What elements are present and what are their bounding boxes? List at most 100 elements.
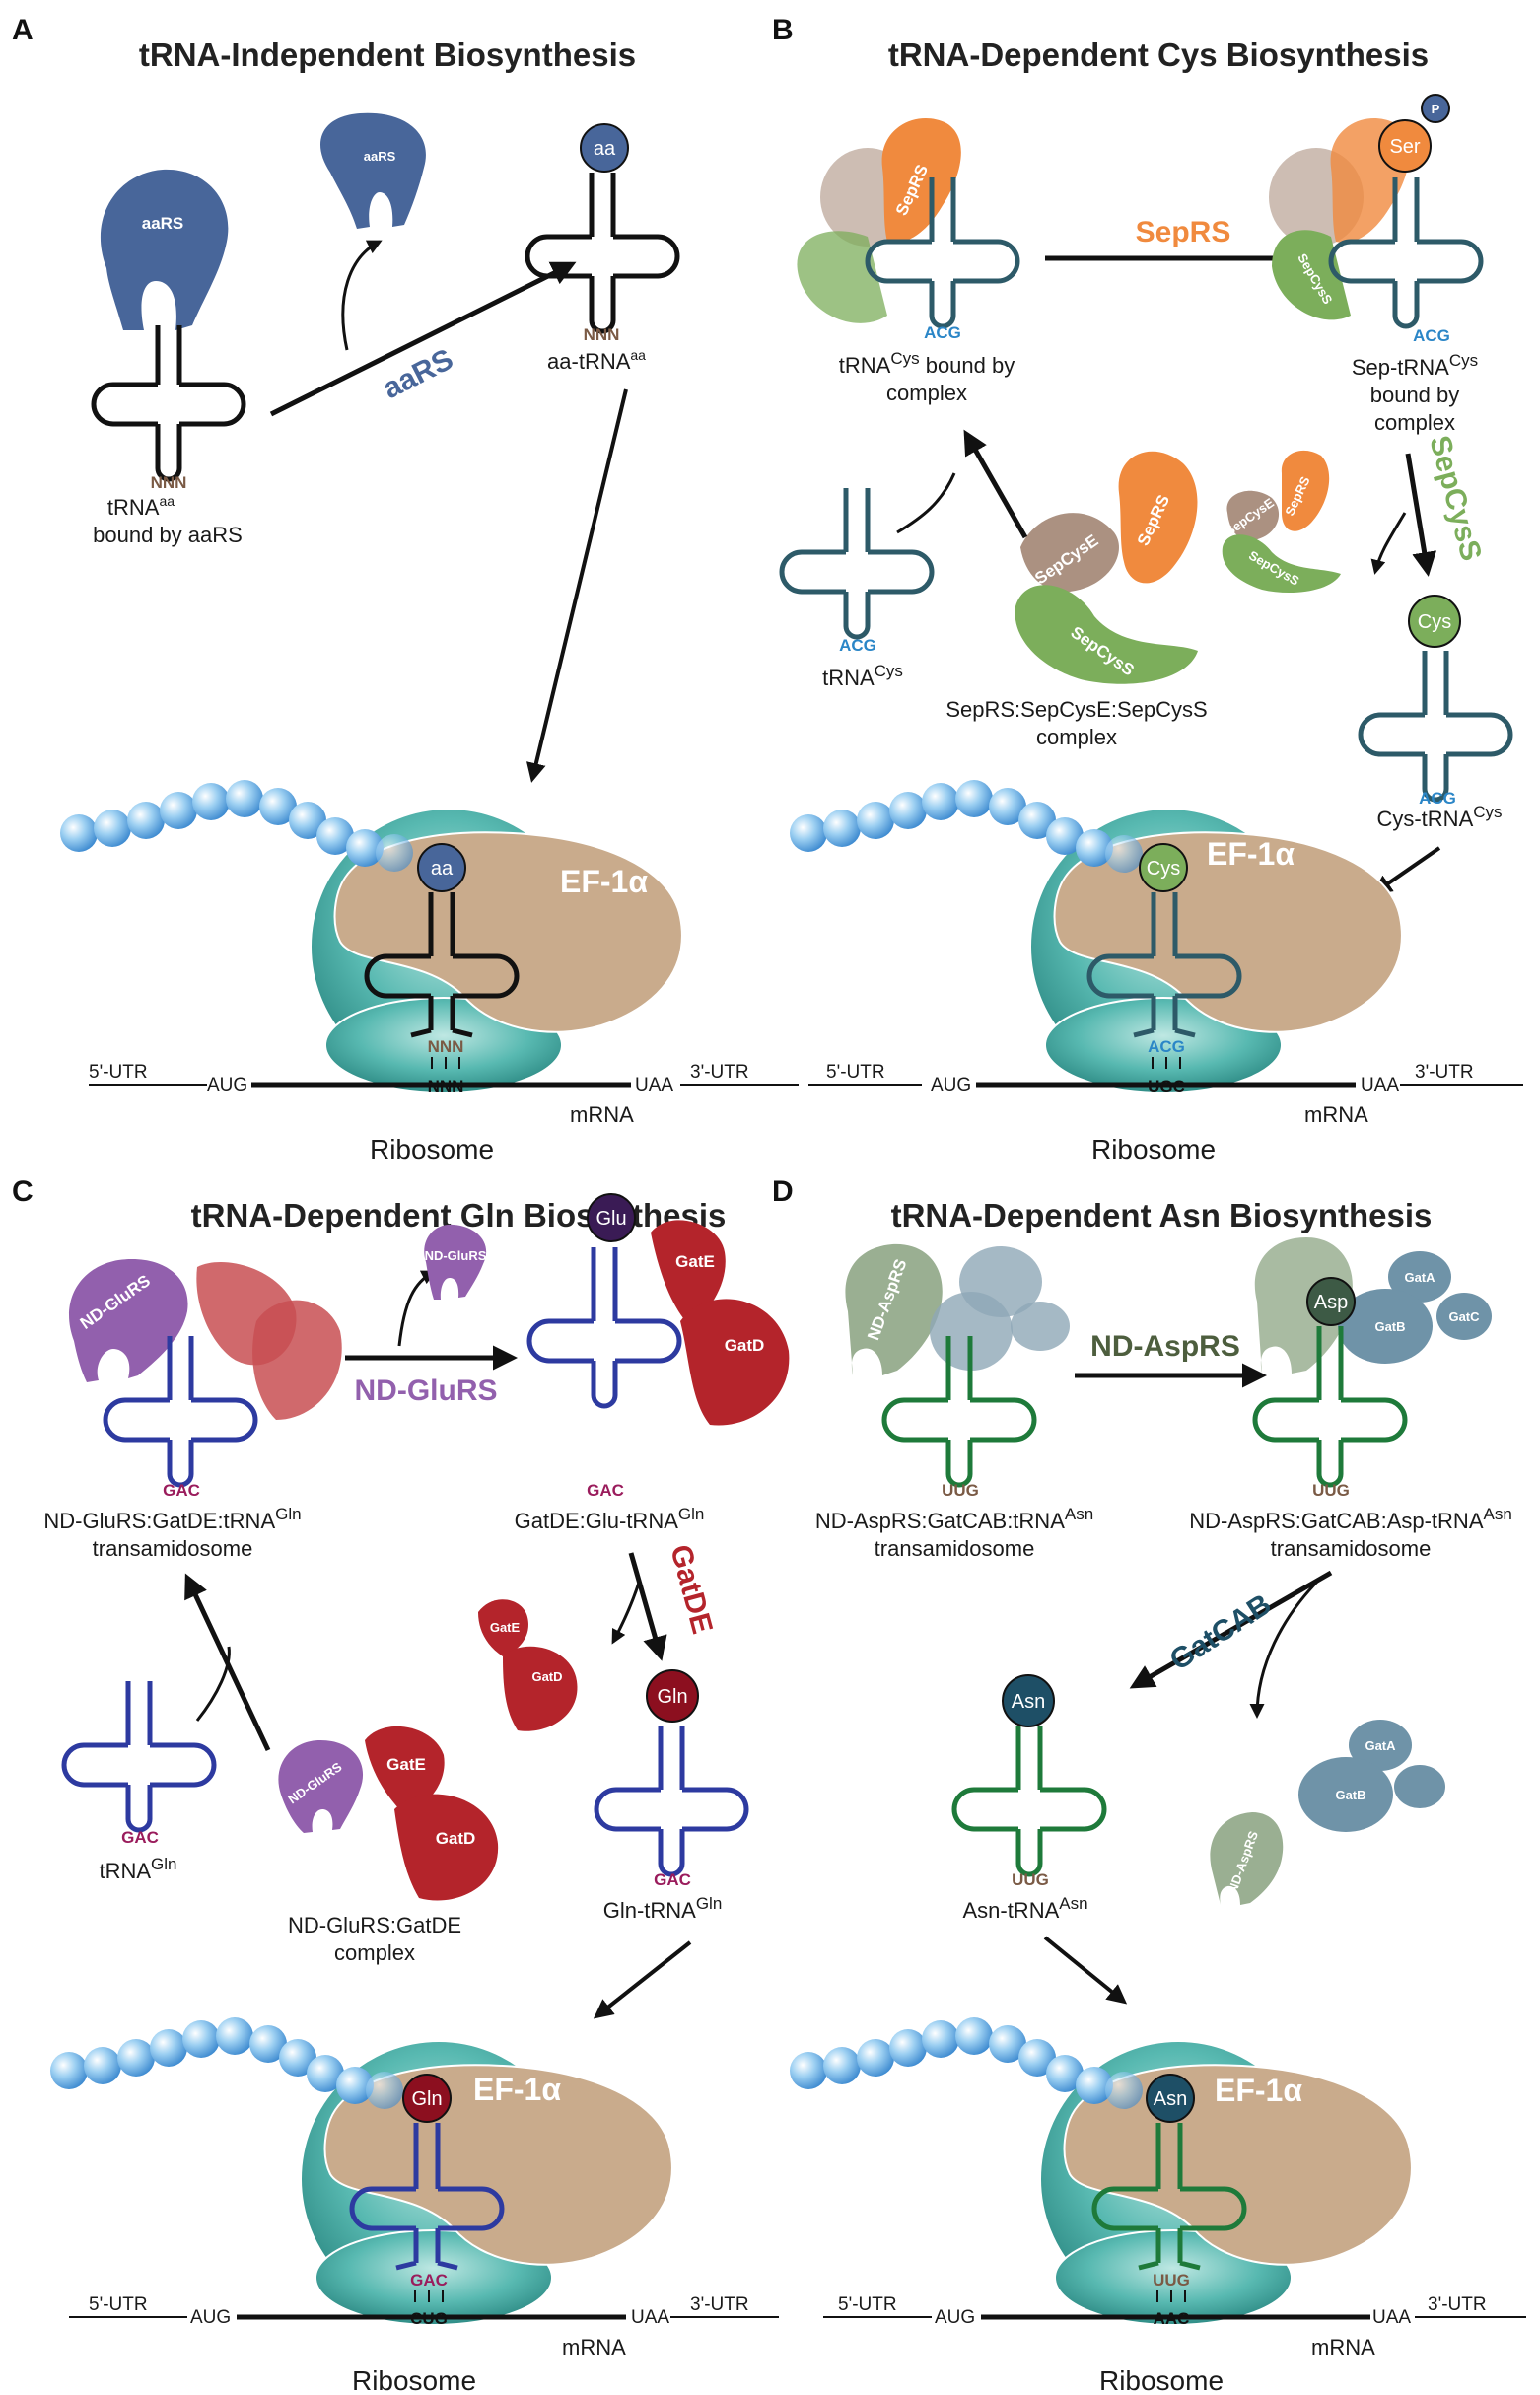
ribosome-label-c: Ribosome xyxy=(352,2365,476,2395)
gatb-label-2: GatB xyxy=(1335,1788,1365,1802)
anticodon-d2: UUG xyxy=(1312,1481,1350,1500)
phosphate-ball xyxy=(1421,94,1450,123)
label-c1: ND-GluRS:GatDE:tRNAGln xyxy=(43,1505,301,1533)
sep-complex-left: SepRS ACG tRNACys bound by complex xyxy=(797,118,1020,405)
gatcab-arrow-label: GatCAB xyxy=(1164,1588,1277,1677)
gate-label-1: GatE xyxy=(675,1252,715,1271)
stop-codon-b: UAA xyxy=(1361,1075,1399,1095)
panel-b-letter: B xyxy=(772,14,794,46)
mrna-label-b: mRNA xyxy=(1304,1102,1368,1127)
anticodon-d1: UUG xyxy=(942,1481,979,1500)
free-trna-gln-shape xyxy=(61,1681,217,1833)
start-codon-d: AUG xyxy=(935,2307,975,2328)
ribo-trna-shape xyxy=(364,892,520,1038)
aa-ball-label: aa xyxy=(594,138,616,160)
ribosome-label-b: Ribosome xyxy=(1091,1134,1216,1164)
sepcyss-free-shape xyxy=(1015,585,1198,684)
ribo-anticodon-d: UUG xyxy=(1153,2271,1190,2289)
free-aars-label: aaRS xyxy=(364,149,396,164)
ribo-codon: NNN xyxy=(428,1077,464,1095)
anticodon-b1: ACG xyxy=(924,323,961,342)
charged-trna-label: aa-tRNAaa xyxy=(547,347,646,374)
label-d2-2: transamidosome xyxy=(1271,1536,1432,1561)
utr5-label-b: 5'-UTR xyxy=(826,1062,885,1083)
gatd-free-complex-shape xyxy=(394,1794,499,1901)
ribosome-label-d: Ribosome xyxy=(1099,2365,1224,2395)
to-ribosome-arrow-d xyxy=(1043,1936,1128,2005)
free-glurs-label: ND-GluRS xyxy=(425,1248,487,1263)
gate-free-complex-shape xyxy=(365,1726,445,1814)
gata-label-2: GatA xyxy=(1365,1738,1396,1753)
panel-d: D tRNA-Dependent Asn Biosynthesis ND-Asp… xyxy=(772,1175,1526,2395)
free-gate-shape xyxy=(478,1599,528,1656)
trna-aa-anticodon: NNN xyxy=(151,473,187,492)
gatde-arrow xyxy=(628,1552,667,1661)
peptide-chain-c xyxy=(50,2017,403,2109)
gatcab-arrow xyxy=(1129,1570,1333,1689)
trna-aa-shape xyxy=(91,325,246,482)
released-complex-b: SepCysE SepRS SepCysS xyxy=(1222,450,1341,594)
start-codon-c: AUG xyxy=(190,2307,231,2328)
ribosome-b: EF-1α Cys ACG 5'-UTR AUG UGC UAA 3'-UTR … xyxy=(790,780,1523,1164)
utr3-label: 3'-UTR xyxy=(690,1062,749,1083)
ef1a-shape xyxy=(333,831,683,1033)
ribo-codon-c: CUG xyxy=(410,2309,448,2328)
trna-cys-bound-shape xyxy=(865,177,1020,329)
free-glurs-shape xyxy=(424,1224,487,1300)
anticodon-c1: GAC xyxy=(163,1481,200,1500)
utr3-label-b: 3'-UTR xyxy=(1415,1062,1474,1083)
label-d1-2: transamidosome xyxy=(875,1536,1035,1561)
glurs-release-arrow xyxy=(397,1270,437,1347)
sepcyse-free-shape xyxy=(1020,513,1119,593)
ef1a-label-c: EF-1α xyxy=(473,2072,561,2107)
label-c3: tRNAGln xyxy=(99,1855,176,1883)
ribo-asn-label: Asn xyxy=(1154,2088,1187,2110)
mrna-label: mRNA xyxy=(570,1102,634,1127)
ribo-anticodon-b: ACG xyxy=(1148,1037,1185,1056)
ribo-anticodon-c: GAC xyxy=(410,2271,448,2289)
mrna-label-c: mRNA xyxy=(562,2335,626,2360)
glurs-arrow-label: ND-GluRS xyxy=(355,1374,498,1407)
ser-label: Ser xyxy=(1389,136,1420,158)
panel-d-title: tRNA-Dependent Asn Biosynthesis xyxy=(891,1197,1433,1233)
label-c4: ND-GluRS:GatDE xyxy=(288,1913,461,1937)
sep-trna-shape xyxy=(1328,177,1484,329)
utr5-label: 5'-UTR xyxy=(89,1062,148,1083)
sepcyss-shape xyxy=(797,231,887,323)
seprs-shape xyxy=(881,118,961,243)
aa-ball xyxy=(580,123,629,173)
label-b2-2: bound by xyxy=(1370,383,1460,407)
label-d3: Asn-tRNAAsn xyxy=(962,1894,1087,1923)
peptide-chain-d xyxy=(790,2017,1143,2109)
label-d2: ND-AspRS:GatCAB:Asp-tRNAAsn xyxy=(1189,1505,1512,1533)
label-b2: Sep-tRNACys xyxy=(1352,351,1478,380)
label-b1-2: complex xyxy=(886,381,967,405)
trna-aa-label-2: bound by aaRS xyxy=(93,523,243,547)
asp-transamidosome-2: GatA GatC GatB Asp UUG ND-AspRS:GatCAB:A… xyxy=(1189,1237,1512,1561)
label-c4-2: complex xyxy=(334,1940,415,1965)
label-c5: Gln-tRNAGln xyxy=(603,1894,723,1923)
to-ribosome-arrow-c xyxy=(593,1940,692,2019)
glu-transamidosome: ND-GluRS GAC ND-GluRS:GatDE:tRNAGln tran… xyxy=(43,1259,342,1561)
cys-ball xyxy=(1408,595,1461,648)
sepcyss-arrow-label: SepCysS xyxy=(1423,432,1488,564)
complex-assembly-arrow-2 xyxy=(896,472,956,534)
ef1a-label: EF-1α xyxy=(560,864,648,899)
ef1a-label-d: EF-1α xyxy=(1215,2073,1302,2108)
utr3-label-d: 3'-UTR xyxy=(1428,2294,1487,2315)
label-b5: Cys-tRNACys xyxy=(1376,803,1502,831)
ribosome-d: EF-1α Asn UUG 5'-UTR AUG AAC UAA 3'-UTR … xyxy=(790,2017,1526,2395)
base-pair-ticks xyxy=(431,1057,460,1069)
ribo-cys-label: Cys xyxy=(1147,858,1180,880)
start-codon: AUG xyxy=(207,1075,247,1095)
seprs-arrow-label: SepRS xyxy=(1136,216,1231,248)
label-b4-2: complex xyxy=(1036,725,1117,749)
panel-c: C tRNA-Dependent Gln Biosynthesis ND-Glu… xyxy=(12,1175,790,2395)
gata-label-1: GatA xyxy=(1404,1270,1435,1285)
ribosome-label: Ribosome xyxy=(370,1134,494,1164)
ribosome-c: EF-1α Gln GAC 5'-UTR AUG CUG UAA 3'-UTR … xyxy=(50,2017,779,2395)
aars-release-arrow xyxy=(341,240,383,351)
complex-assembly-arrow xyxy=(963,429,1028,539)
ef1a-label-b: EF-1α xyxy=(1207,836,1295,872)
asn-ball xyxy=(1002,1674,1055,1727)
